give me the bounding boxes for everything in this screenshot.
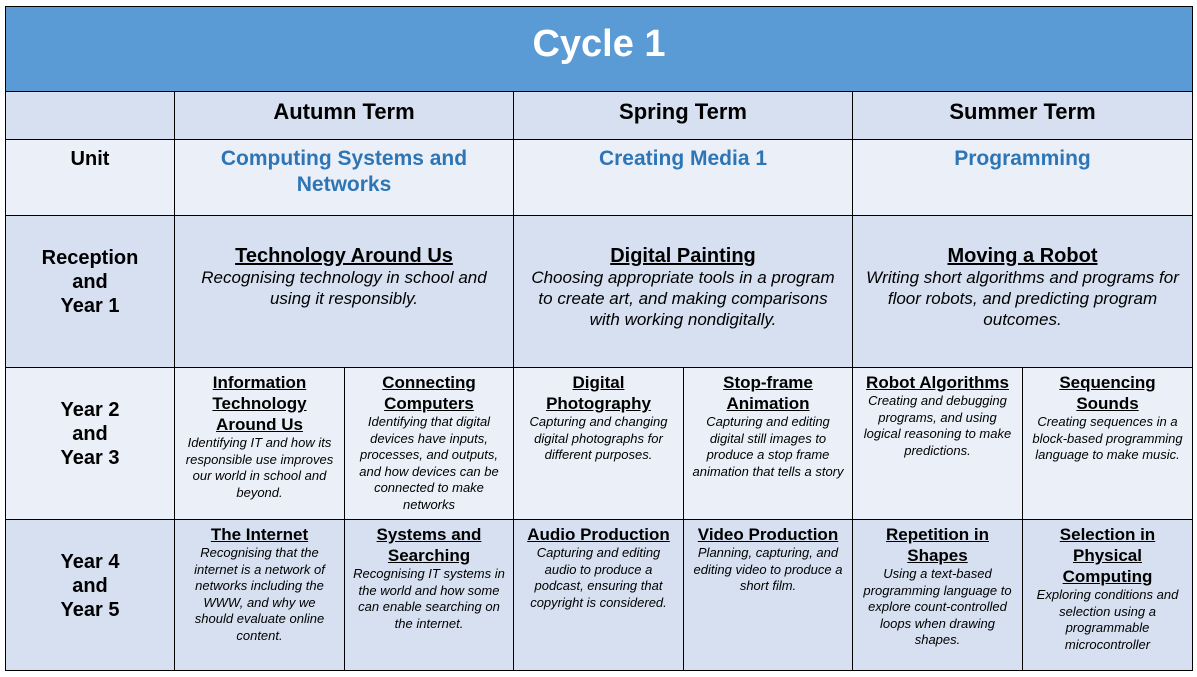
year23-cell-title: Digital Photography: [546, 373, 651, 413]
year23-label-line3: Year 3: [60, 447, 120, 469]
reception-autumn-title: Technology Around Us: [235, 245, 453, 267]
reception-summer-title: Moving a Robot: [947, 245, 1098, 267]
reception-label-line2: and: [72, 271, 108, 293]
year45-cell-desc: Recognising that the internet is a netwo…: [194, 545, 325, 643]
year45-cell-title: Audio Production: [527, 525, 670, 544]
year45-cell-desc: Planning, capturing, and editing video t…: [693, 545, 843, 593]
reception-label-line1: Reception: [41, 247, 139, 269]
year45-cell: Video Production Planning, capturing, an…: [683, 519, 853, 671]
year23-cell: Stop-frame Animation Capturing and editi…: [683, 367, 853, 520]
year45-cell-title: Selection in Physical Computing: [1059, 525, 1156, 586]
year45-cell: The Internet Recognising that the intern…: [174, 519, 345, 671]
year45-cell-desc: Exploring conditions and selection using…: [1036, 587, 1179, 652]
year23-cell: Sequencing Sounds Creating sequences in …: [1022, 367, 1193, 520]
reception-autumn-cell: Technology Around Us Recognising technol…: [174, 215, 514, 368]
term-header-row: Autumn Term Spring Term Summer Term: [5, 91, 1193, 140]
reception-row: Reception and Year 1 Technology Around U…: [5, 215, 1193, 368]
year45-cell-desc: Capturing and editing audio to produce a…: [530, 545, 667, 610]
year23-cell-title: Information Technology Around Us: [212, 373, 307, 434]
row-label-reception: Reception and Year 1: [5, 215, 175, 368]
year23-row: Year 2 and Year 3 Information Technology…: [5, 367, 1193, 520]
reception-summer-desc: Writing short algorithms and programs fo…: [866, 268, 1179, 329]
empty-header-cell: [5, 91, 175, 140]
year23-cell-desc: Capturing and editing digital still imag…: [692, 414, 844, 479]
year45-cell-title: The Internet: [210, 525, 309, 544]
year23-cell-desc: Creating and debugging programs, and usi…: [863, 393, 1012, 458]
term-header-autumn: Autumn Term: [174, 91, 514, 140]
title-cell: Cycle 1: [5, 6, 1193, 92]
unit-row: Unit Computing Systems and Networks Crea…: [5, 139, 1193, 216]
row-label-year45: Year 4 and Year 5: [5, 519, 175, 671]
year23-cell-title: Stop-frame Animation: [723, 373, 813, 413]
year45-label-line2: and: [72, 575, 108, 597]
year23-cell-title: Sequencing Sounds: [1059, 373, 1156, 413]
year45-cell: Repetition in Shapes Using a text-based …: [852, 519, 1023, 671]
reception-spring-cell: Digital Painting Choosing appropriate to…: [513, 215, 853, 368]
curriculum-table: Cycle 1 Autumn Term Spring Term Summer T…: [5, 6, 1193, 671]
year23-cell: Digital Photography Capturing and changi…: [513, 367, 684, 520]
year23-cell-desc: Identifying that digital devices have in…: [359, 414, 499, 512]
year45-cell: Audio Production Capturing and editing a…: [513, 519, 684, 671]
year23-cell-desc: Creating sequences in a block-based prog…: [1032, 414, 1183, 462]
term-header-spring: Spring Term: [513, 91, 853, 140]
year23-label-line1: Year 2: [60, 399, 120, 421]
year23-cell: Robot Algorithms Creating and debugging …: [852, 367, 1023, 520]
year23-cell: Information Technology Around Us Identif…: [174, 367, 345, 520]
year23-cell: Connecting Computers Identifying that di…: [344, 367, 514, 520]
year45-row: Year 4 and Year 5 The Internet Recognisi…: [5, 519, 1193, 671]
reception-label-line3: Year 1: [60, 295, 120, 317]
unit-spring: Creating Media 1: [513, 139, 853, 216]
year45-cell-title: Repetition in Shapes: [886, 525, 989, 565]
reception-spring-desc: Choosing appropriate tools in a program …: [531, 268, 835, 329]
unit-summer: Programming: [852, 139, 1193, 216]
year45-cell-title: Systems and Searching: [376, 525, 482, 565]
curriculum-table-wrapper: Cycle 1 Autumn Term Spring Term Summer T…: [5, 6, 1193, 671]
row-label-unit: Unit: [5, 139, 175, 216]
unit-label: Unit: [70, 148, 110, 170]
year45-cell-title: Video Production: [697, 525, 839, 544]
unit-autumn: Computing Systems and Networks: [174, 139, 514, 216]
term-header-summer: Summer Term: [852, 91, 1193, 140]
row-label-year23: Year 2 and Year 3: [5, 367, 175, 520]
year45-cell: Systems and Searching Recognising IT sys…: [344, 519, 514, 671]
year45-label-line1: Year 4: [60, 551, 120, 573]
reception-summer-cell: Moving a Robot Writing short algorithms …: [852, 215, 1193, 368]
year45-label-line3: Year 5: [60, 599, 120, 621]
year23-cell-title: Connecting Computers: [382, 373, 476, 413]
title-row: Cycle 1: [5, 6, 1193, 92]
reception-autumn-desc: Recognising technology in school and usi…: [201, 268, 487, 308]
page-title: Cycle 1: [532, 22, 666, 65]
year45-cell: Selection in Physical Computing Explorin…: [1022, 519, 1193, 671]
year23-cell-title: Robot Algorithms: [866, 373, 1009, 392]
year23-label-line2: and: [72, 423, 108, 445]
reception-spring-title: Digital Painting: [610, 245, 756, 267]
year23-cell-desc: Capturing and changing digital photograp…: [529, 414, 668, 462]
year45-cell-desc: Recognising IT systems in the world and …: [353, 566, 505, 631]
year23-cell-desc: Identifying IT and how its responsible u…: [185, 435, 334, 500]
year45-cell-desc: Using a text-based programming language …: [863, 566, 1012, 647]
